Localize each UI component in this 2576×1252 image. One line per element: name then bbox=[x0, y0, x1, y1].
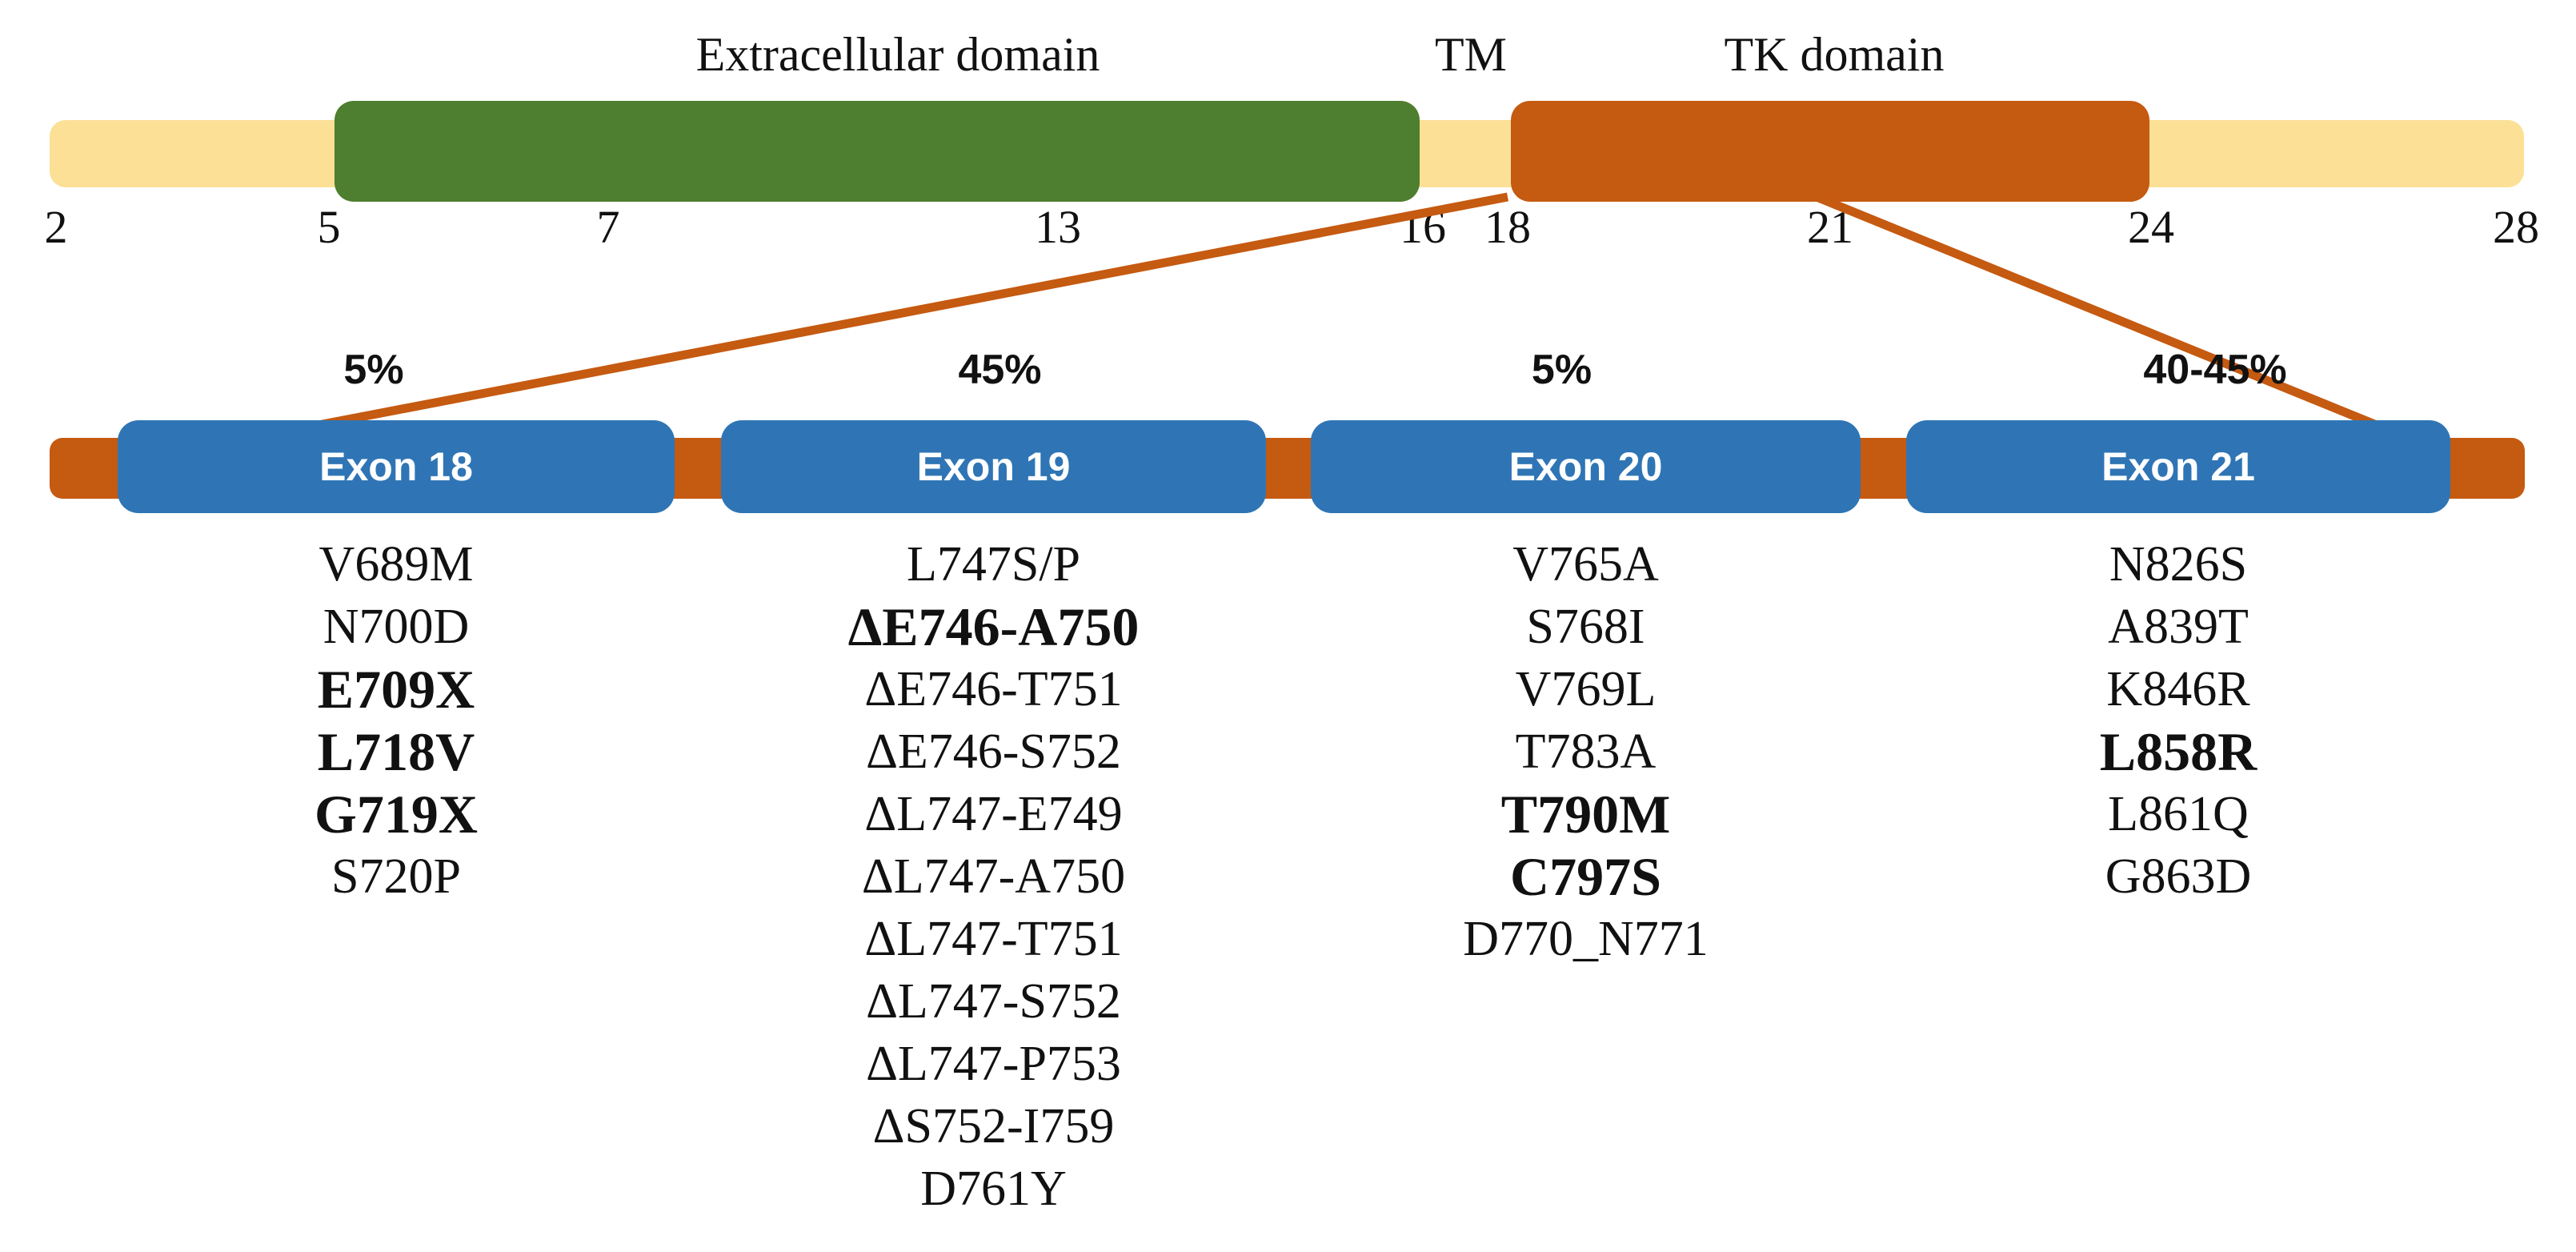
mutation-item: V765A bbox=[1512, 537, 1659, 592]
exon-box-exon-19: Exon 19 bbox=[721, 420, 1266, 513]
mutation-item: L861Q bbox=[2108, 787, 2249, 841]
mutation-item: S720P bbox=[331, 849, 461, 904]
mutation-item: ΔE746-T751 bbox=[864, 662, 1123, 716]
exon-tick-5: 5 bbox=[317, 201, 341, 253]
exon-name-label: Exon 20 bbox=[1508, 444, 1663, 489]
mutation-item: T790M bbox=[1500, 784, 1671, 845]
mutation-item: D761Y bbox=[920, 1162, 1067, 1216]
mutation-item: V689M bbox=[318, 537, 474, 592]
extracellular-domain-bar bbox=[335, 101, 1420, 202]
mutation-item: ΔL747-A750 bbox=[861, 849, 1126, 904]
mutation-item: N826S bbox=[2109, 537, 2248, 592]
mutation-item: T783A bbox=[1515, 724, 1657, 779]
frequency-label-exon-20: 5% bbox=[1531, 347, 1592, 393]
exon-name-label: Exon 21 bbox=[2101, 444, 2255, 489]
exon-tick-24: 24 bbox=[2128, 201, 2174, 253]
mutation-item: ΔS752-I759 bbox=[872, 1099, 1115, 1154]
mutation-item: L718V bbox=[317, 721, 475, 782]
exon-tick-18: 18 bbox=[1484, 201, 1531, 253]
exon-tick-7: 7 bbox=[596, 201, 620, 253]
mutation-item: E709X bbox=[317, 659, 475, 720]
frequency-label-exon-19: 45% bbox=[958, 347, 1042, 393]
tm-domain-label: TM bbox=[1435, 28, 1507, 81]
connector-line-right bbox=[1814, 192, 2389, 434]
connector-line-left bbox=[304, 192, 1509, 432]
mutation-item: ΔL747-E749 bbox=[864, 787, 1123, 841]
exon-name-label: Exon 19 bbox=[916, 444, 1071, 489]
exon-box-exon-20: Exon 20 bbox=[1311, 420, 1861, 513]
mutation-item: ΔL747-S752 bbox=[866, 974, 1121, 1029]
mutation-item: D770_N771 bbox=[1463, 912, 1709, 966]
exon-name-label: Exon 18 bbox=[319, 444, 473, 489]
mutation-item: ΔE746-A750 bbox=[847, 596, 1140, 657]
mutation-item: V769L bbox=[1515, 662, 1657, 716]
mutation-item: K846R bbox=[2106, 662, 2250, 716]
mutation-item: L858R bbox=[2099, 721, 2258, 782]
mutation-item: N700D bbox=[323, 600, 470, 654]
exon-tick-28: 28 bbox=[2493, 201, 2539, 253]
exon-tick-13: 13 bbox=[1035, 201, 1081, 253]
tk-domain-label: TK domain bbox=[1724, 28, 1945, 81]
mutation-item: ΔL747-P753 bbox=[866, 1037, 1121, 1091]
tk-domain-bar bbox=[1511, 101, 2149, 202]
frequency-label-exon-18: 5% bbox=[343, 347, 404, 393]
mutation-item: G863D bbox=[2105, 849, 2252, 904]
mutation-item: C797S bbox=[1510, 846, 1661, 907]
mutation-item: L747S/P bbox=[906, 537, 1081, 592]
mutation-item: A839T bbox=[2108, 600, 2249, 654]
frequency-label-exon-21: 40-45% bbox=[2143, 347, 2287, 393]
mutation-item: G719X bbox=[314, 784, 478, 845]
extracellular-domain-label: Extracellular domain bbox=[695, 28, 1100, 81]
mutation-item: ΔL747-T751 bbox=[864, 912, 1123, 966]
exon-tick-2: 2 bbox=[44, 201, 68, 253]
exon-box-exon-18: Exon 18 bbox=[118, 420, 675, 513]
mutation-item: ΔE746-S752 bbox=[866, 724, 1121, 779]
exon-box-exon-21: Exon 21 bbox=[1906, 420, 2450, 513]
mutation-item: S768I bbox=[1526, 600, 1645, 654]
